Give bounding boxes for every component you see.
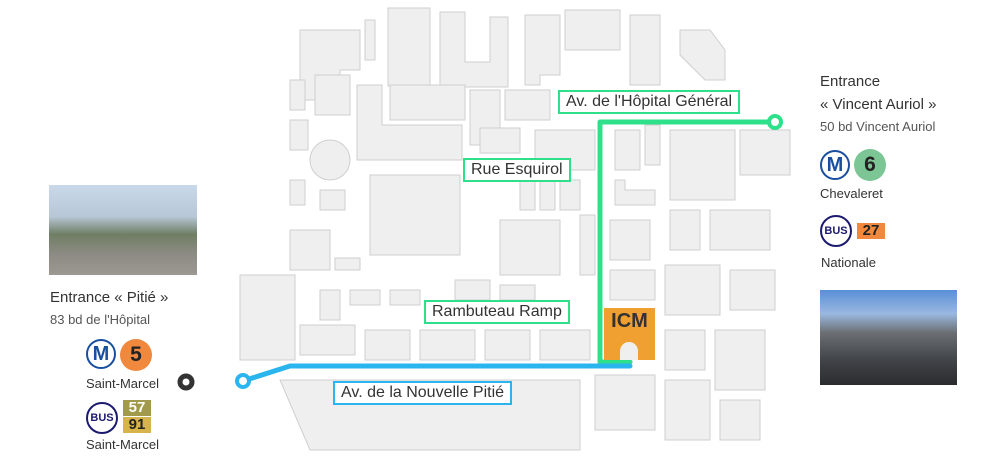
bus-icon: BUS bbox=[820, 215, 852, 247]
green-route bbox=[597, 119, 778, 365]
vincent-auriol-entrance-marker[interactable] bbox=[767, 114, 783, 130]
bus-line-57-badge: 57 bbox=[123, 400, 151, 416]
bus-line-91-badge: 91 bbox=[123, 417, 151, 433]
icm-building[interactable]: ICM bbox=[604, 308, 655, 360]
bus-line-27-badge: 27 bbox=[857, 223, 885, 239]
street-label-rambuteau: Rambuteau Ramp bbox=[424, 300, 570, 324]
metro-line-6-badge: 6 bbox=[854, 149, 886, 181]
blue-route bbox=[240, 363, 633, 384]
icm-label: ICM bbox=[611, 310, 648, 332]
pitie-metro-station: Saint-Marcel bbox=[86, 376, 159, 391]
street-label-nouvelle-pitie: Av. de la Nouvelle Pitié bbox=[333, 381, 513, 405]
metro-icon: M bbox=[820, 150, 850, 180]
street-label-esquirol: Rue Esquirol bbox=[463, 158, 571, 182]
metro-line-5-badge: 5 bbox=[120, 339, 152, 371]
city-blocks bbox=[239, 7, 791, 451]
vincent-auriol-metro-station: Chevaleret bbox=[820, 186, 883, 201]
pitie-entrance-title: Entrance « Pitié » bbox=[50, 289, 169, 306]
vincent-auriol-title-line1: Entrance bbox=[820, 73, 881, 90]
pitie-entrance-marker[interactable] bbox=[235, 373, 251, 389]
pitie-bus-station: Saint-Marcel bbox=[86, 437, 159, 452]
vincent-auriol-address: 50 bd Vincent Auriol bbox=[820, 119, 936, 134]
metro-icon: M bbox=[86, 339, 116, 369]
pitie-entrance-address: 83 bd de l'Hôpital bbox=[50, 312, 151, 327]
vincent-auriol-title-line2: « Vincent Auriol » bbox=[820, 96, 937, 113]
location-marker-icon bbox=[177, 373, 195, 391]
vincent-auriol-entrance-photo bbox=[820, 290, 957, 385]
pitie-entrance-photo bbox=[49, 185, 197, 275]
vincent-auriol-bus-station: Nationale bbox=[821, 255, 876, 270]
street-label-hopital-general: Av. de l'Hôpital Général bbox=[558, 90, 741, 114]
bus-icon: BUS bbox=[86, 402, 118, 434]
